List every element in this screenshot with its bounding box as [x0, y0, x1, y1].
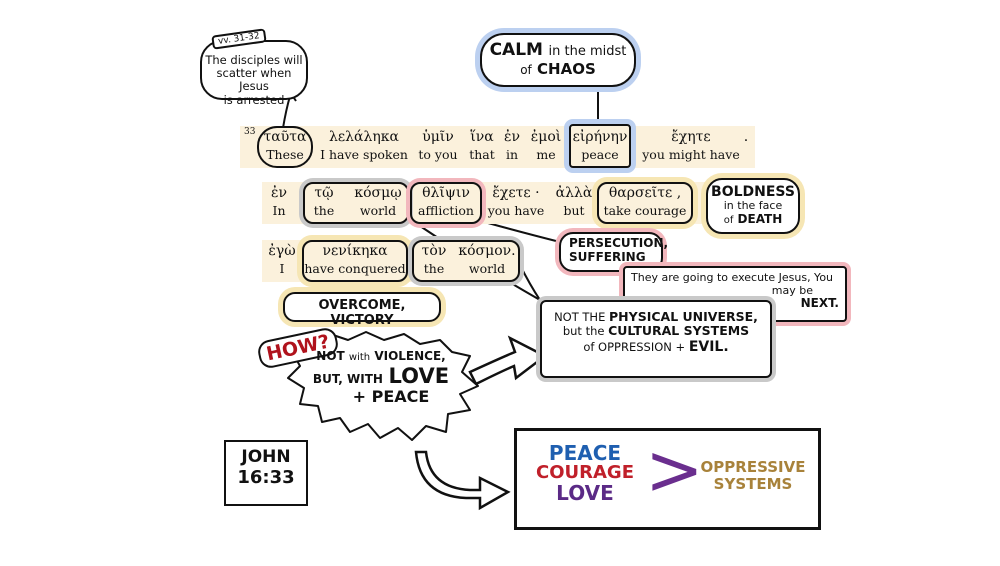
- world-note-text: but the: [562, 324, 605, 339]
- calm-bubble: CALM in the midst of CHAOS: [480, 33, 636, 87]
- top-note-line: The disciples will: [205, 53, 303, 67]
- calm-word: CALM: [489, 40, 543, 60]
- ring-take-courage: [597, 182, 693, 224]
- overcome-text: OVERCOME, VICTORY: [318, 298, 406, 328]
- death-word: DEATH: [737, 211, 783, 226]
- ring-affliction: [410, 182, 482, 224]
- ring-peace: [569, 124, 631, 168]
- world-note-text: NOT THE: [554, 310, 606, 324]
- ring-these: [257, 126, 313, 168]
- reference-book: JOHN: [241, 447, 291, 467]
- world-note-emph: PHYSICAL UNIVERSE,: [609, 309, 758, 324]
- top-note-line: scatter when Jesus: [216, 66, 292, 94]
- overcome-bubble: OVERCOME, VICTORY: [283, 292, 441, 328]
- ring-the-world-2: [412, 240, 520, 282]
- peace-word: + PEACE: [352, 386, 430, 406]
- boldness-word: BOLDNESS: [711, 184, 795, 200]
- execute-text: may be: [771, 283, 813, 297]
- persecution-word: PERSECUTION,: [569, 236, 669, 250]
- verse-word: .: [743, 129, 749, 145]
- ring-have-conquered: [302, 240, 408, 282]
- summary-oppressive: OPPRESSIVE: [700, 458, 806, 476]
- calm-text: in the midst: [548, 44, 627, 59]
- next-word: NEXT.: [800, 296, 839, 311]
- line-world2-to-note: [519, 264, 541, 301]
- summary-love: LOVE: [556, 480, 614, 505]
- verse-word: θαρσεῖτε ,take courage: [603, 185, 687, 218]
- world-note-text: of OPPRESSION +: [583, 339, 686, 354]
- summary-peace: PEACE: [548, 441, 622, 465]
- reference-box: JOHN 16:33: [224, 440, 308, 506]
- big-arrow-right: [468, 335, 548, 386]
- execute-text: They are going to execute Jesus, You: [631, 271, 834, 284]
- calm-text: of: [520, 62, 532, 77]
- world-note-emph: CULTURAL SYSTEMS: [608, 323, 750, 339]
- summary-box: PEACE COURAGE LOVE > OPPRESSIVE SYSTEMS: [514, 428, 821, 530]
- reference-chapter: 16:33: [237, 466, 295, 488]
- verse-word: κόσμον.world: [458, 243, 516, 276]
- boldness-text: in the face: [723, 199, 783, 213]
- boldness-bubble: BOLDNESS in the face of DEATH: [706, 178, 800, 234]
- verse-number: 33: [244, 127, 256, 137]
- arrow-to-summary: [414, 450, 511, 511]
- violence-text: NOT with VIOLENCE, BUT, WITH LOVE + PEAC…: [306, 349, 456, 406]
- summary-right: OPPRESSIVE SYSTEMS: [689, 458, 817, 494]
- summary-courage: COURAGE: [536, 462, 634, 483]
- persecution-bubble: PERSECUTION, SUFFERING: [559, 232, 669, 272]
- love-word: LOVE: [388, 363, 450, 388]
- evil-word: EVIL.: [688, 338, 729, 355]
- top-note-line: is arrested: [223, 92, 285, 107]
- ring-the-world: [303, 182, 409, 224]
- greater-than-symbol: >: [645, 429, 704, 511]
- summary-left: PEACE COURAGE LOVE: [531, 443, 639, 504]
- summary-systems: SYSTEMS: [713, 475, 793, 494]
- world-note: NOT THE PHYSICAL UNIVERSE, but the CULTU…: [540, 300, 772, 378]
- verse-row-band: [262, 182, 707, 224]
- chaos-word: CHAOS: [537, 59, 596, 78]
- burst-outline: [287, 331, 479, 441]
- verse-word: ἔχετε ·you have: [487, 185, 545, 218]
- verse-row-band: [240, 126, 755, 168]
- suffering-word: SUFFERING: [569, 249, 646, 264]
- top-note-bubble: vv. 31-32 The disciples will scatter whe…: [200, 28, 308, 106]
- boldness-text: of: [723, 214, 734, 226]
